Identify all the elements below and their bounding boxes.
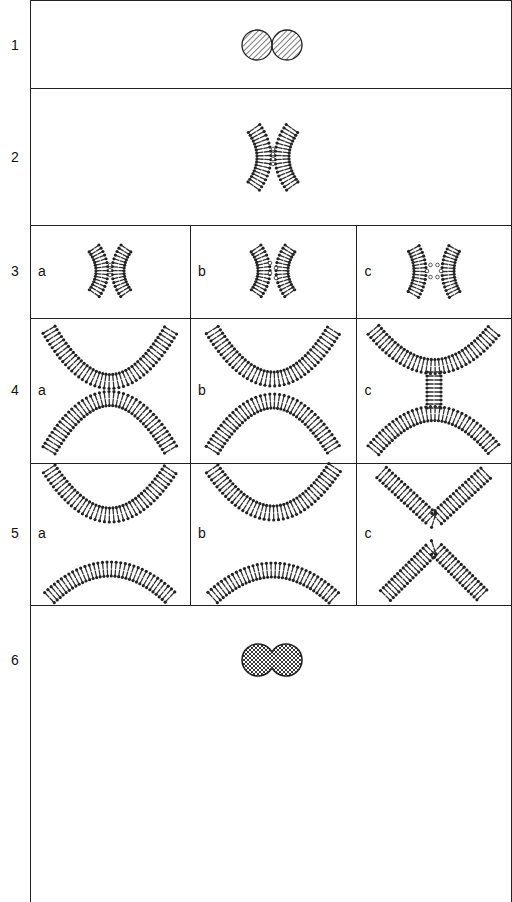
row-number: 3 — [10, 263, 20, 279]
lipid-bilayer — [366, 405, 500, 456]
lipid-bilayer — [250, 243, 272, 298]
lipid-bilayer — [205, 462, 342, 522]
panel-letter: c — [364, 382, 373, 398]
lipid-bilayer — [379, 539, 488, 602]
lipid-bilayer — [206, 561, 340, 604]
lipid-bilayer — [425, 370, 442, 409]
row-number: 2 — [10, 149, 20, 165]
water-molecules — [425, 263, 443, 279]
water-molecules — [271, 147, 275, 166]
panel-letter: b — [197, 382, 207, 398]
panel-letter: a — [37, 263, 47, 279]
row-number: 1 — [10, 37, 20, 53]
lipid-bilayer — [110, 243, 132, 298]
lipid-bilayer — [43, 560, 176, 604]
table-grid — [30, 0, 512, 902]
lipid-bilayer — [407, 244, 428, 299]
row-number: 5 — [10, 525, 20, 541]
lipid-bilayer — [246, 123, 272, 192]
lipid-bilayer — [375, 466, 492, 529]
lipid-bilayer — [205, 392, 341, 455]
lipid-bilayer — [41, 325, 178, 390]
lipid-bilayer — [274, 243, 296, 298]
lipid-bilayer — [42, 463, 178, 523]
panel-letter: c — [364, 263, 373, 279]
panel-letter: c — [364, 525, 373, 541]
fused-vesicle — [242, 644, 302, 676]
lipid-bilayer — [273, 123, 299, 192]
water-molecules — [268, 261, 278, 280]
lipid-bilayer — [205, 325, 341, 388]
lipid-bilayers — [41, 123, 500, 605]
lipid-bilayer — [41, 390, 178, 455]
lipid-bilayer — [440, 244, 461, 299]
panel-letter: a — [37, 525, 47, 541]
panel-letter: b — [197, 263, 207, 279]
lipid-bilayer — [88, 243, 110, 298]
water-molecules — [108, 263, 112, 277]
row-number: 4 — [10, 382, 20, 398]
panel-letter: b — [197, 525, 207, 541]
panel-letter: a — [37, 382, 47, 398]
vesicle-pair — [242, 30, 302, 60]
row-number: 6 — [10, 652, 20, 668]
lipid-bilayer — [366, 324, 500, 375]
